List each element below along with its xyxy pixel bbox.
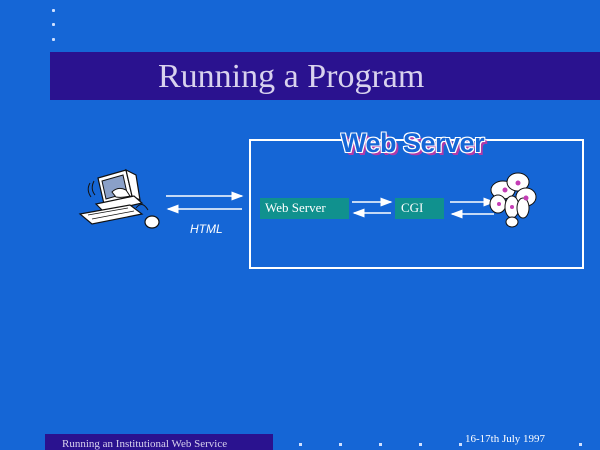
bullet-dot: [52, 38, 55, 41]
cgi-node: CGI: [395, 198, 444, 219]
footer-right-text: 16-17th July 1997: [465, 433, 546, 445]
mouse-icon: [135, 204, 160, 229]
web-server-container: [249, 139, 584, 269]
footer-dot: [419, 443, 422, 446]
computer-user-icon: [78, 168, 144, 225]
footer-left-text: Running an Institutional Web Service: [62, 438, 228, 450]
footer-dot: [339, 443, 342, 446]
web-server-node: Web Server: [260, 198, 349, 219]
html-label: HTML: [190, 222, 223, 236]
bullet-dot: [52, 9, 55, 12]
disks-icon: [489, 172, 537, 228]
bullet-dot: [52, 23, 55, 26]
title-bar: [50, 52, 600, 100]
footer-bar: [45, 434, 273, 450]
footer-dot: [379, 443, 382, 446]
web-server-heading: Web Server: [341, 128, 485, 158]
footer-dot: [459, 443, 462, 446]
slide-title: Running a Program: [158, 58, 425, 95]
footer-dot: [579, 443, 582, 446]
footer-dot: [299, 443, 302, 446]
